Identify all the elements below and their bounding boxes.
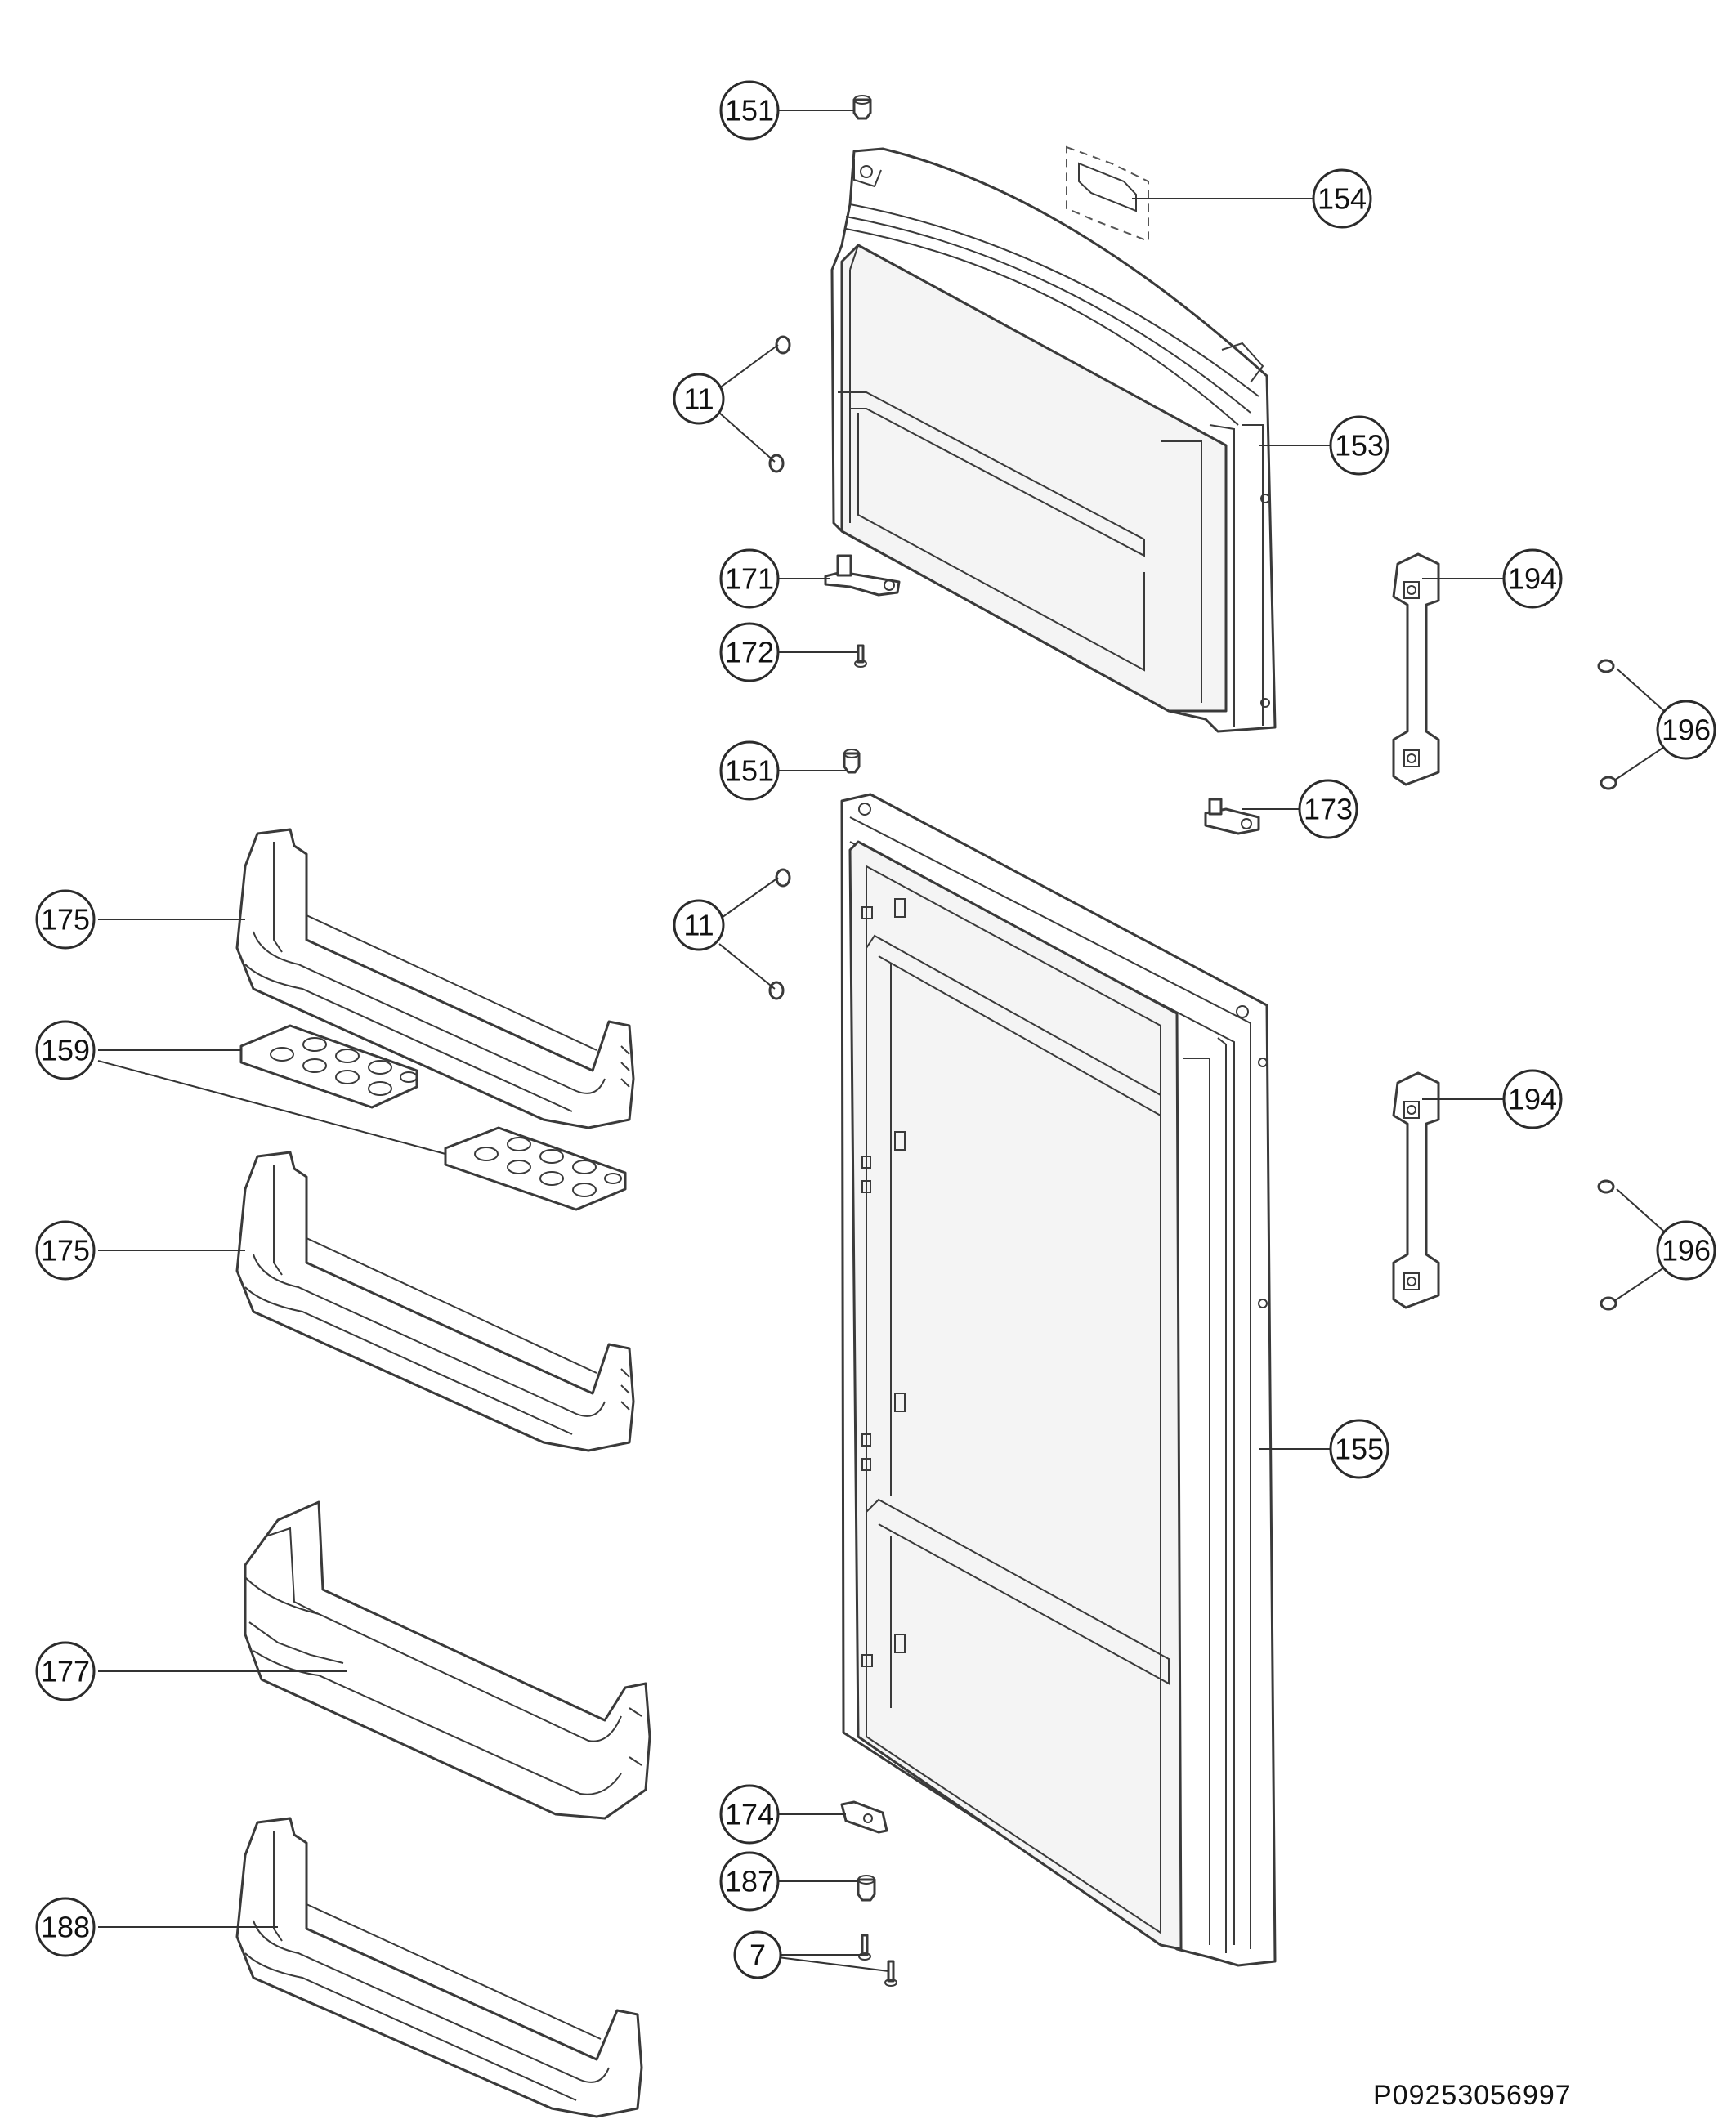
door-shelf-175-top: [235, 828, 635, 1129]
leader-lines: [97, 110, 1672, 1972]
callout-196-bottom: 196: [1656, 1220, 1716, 1281]
callout-11-lower: 11: [673, 899, 725, 951]
callout-194-top: 194: [1502, 548, 1563, 609]
plugs-11-top: [768, 335, 791, 473]
callout-label: 173: [1304, 793, 1353, 826]
callout-label: 196: [1662, 1234, 1711, 1268]
callout-159: 159: [35, 1020, 96, 1080]
hinge-171: [824, 554, 901, 597]
handle-194-bottom: [1392, 1071, 1440, 1309]
callout-label: 187: [725, 1865, 774, 1898]
caps-196-bottom: [1597, 1179, 1617, 1311]
callout-173: 173: [1298, 779, 1358, 839]
plugs-11-lower: [768, 868, 791, 1000]
label-outline-154: [1066, 145, 1149, 243]
callout-label: 7: [749, 1938, 766, 1972]
callout-172: 172: [719, 622, 780, 682]
callout-label: 11: [683, 382, 714, 416]
fridge-door-155: [840, 793, 1277, 1967]
callout-label: 151: [725, 754, 774, 788]
callout-155: 155: [1329, 1419, 1389, 1479]
door-shelf-175-bottom: [235, 1151, 635, 1452]
callout-188: 188: [35, 1897, 96, 1957]
callout-label: 196: [1662, 713, 1711, 747]
screws-7: [858, 1934, 897, 1987]
callout-187: 187: [719, 1851, 780, 1912]
callout-175-bottom: 175: [35, 1220, 96, 1281]
callout-label: 171: [725, 562, 774, 596]
handle-194-top: [1392, 552, 1440, 786]
callout-175-top: 175: [35, 889, 96, 950]
callout-label: 159: [41, 1034, 90, 1067]
callout-151-middle: 151: [719, 740, 780, 801]
callout-151-top: 151: [719, 80, 780, 141]
door-shelf-177: [244, 1500, 651, 1820]
callout-label: 172: [725, 636, 774, 669]
callout-label: 175: [41, 1234, 90, 1268]
callout-label: 151: [725, 94, 774, 127]
callout-174: 174: [719, 1784, 780, 1845]
screw-172: [854, 644, 867, 668]
callout-label: 194: [1508, 562, 1557, 596]
bushing-151-top: [852, 95, 872, 120]
callout-label: 188: [41, 1911, 90, 1944]
callout-label: 175: [41, 903, 90, 937]
hinge-173: [1204, 798, 1260, 835]
callout-label: 11: [683, 909, 714, 942]
caps-196-top: [1597, 659, 1617, 790]
callout-label: 154: [1318, 182, 1367, 216]
callout-label: 174: [725, 1798, 774, 1831]
bushing-187: [857, 1875, 876, 1902]
callout-154: 154: [1312, 168, 1372, 229]
callout-label: 177: [41, 1655, 90, 1688]
callout-196-top: 196: [1656, 700, 1716, 760]
bushing-151-middle: [843, 749, 861, 774]
egg-tray-159-left: [239, 1024, 418, 1109]
freezer-door-153: [830, 147, 1277, 733]
door-shelf-188: [235, 1817, 643, 2118]
callout-label: 194: [1508, 1083, 1557, 1116]
callout-153: 153: [1329, 415, 1389, 476]
callout-194-bottom: 194: [1502, 1069, 1563, 1129]
callout-171: 171: [719, 548, 780, 609]
callout-11-top: 11: [673, 373, 725, 425]
drawing-code: P09253056997: [1373, 2080, 1572, 2111]
egg-tray-159-right: [444, 1126, 627, 1211]
callout-label: 153: [1335, 429, 1384, 463]
callout-label: 155: [1335, 1433, 1384, 1466]
bracket-174: [840, 1800, 888, 1834]
callout-177: 177: [35, 1641, 96, 1701]
callout-7: 7: [733, 1930, 782, 1979]
